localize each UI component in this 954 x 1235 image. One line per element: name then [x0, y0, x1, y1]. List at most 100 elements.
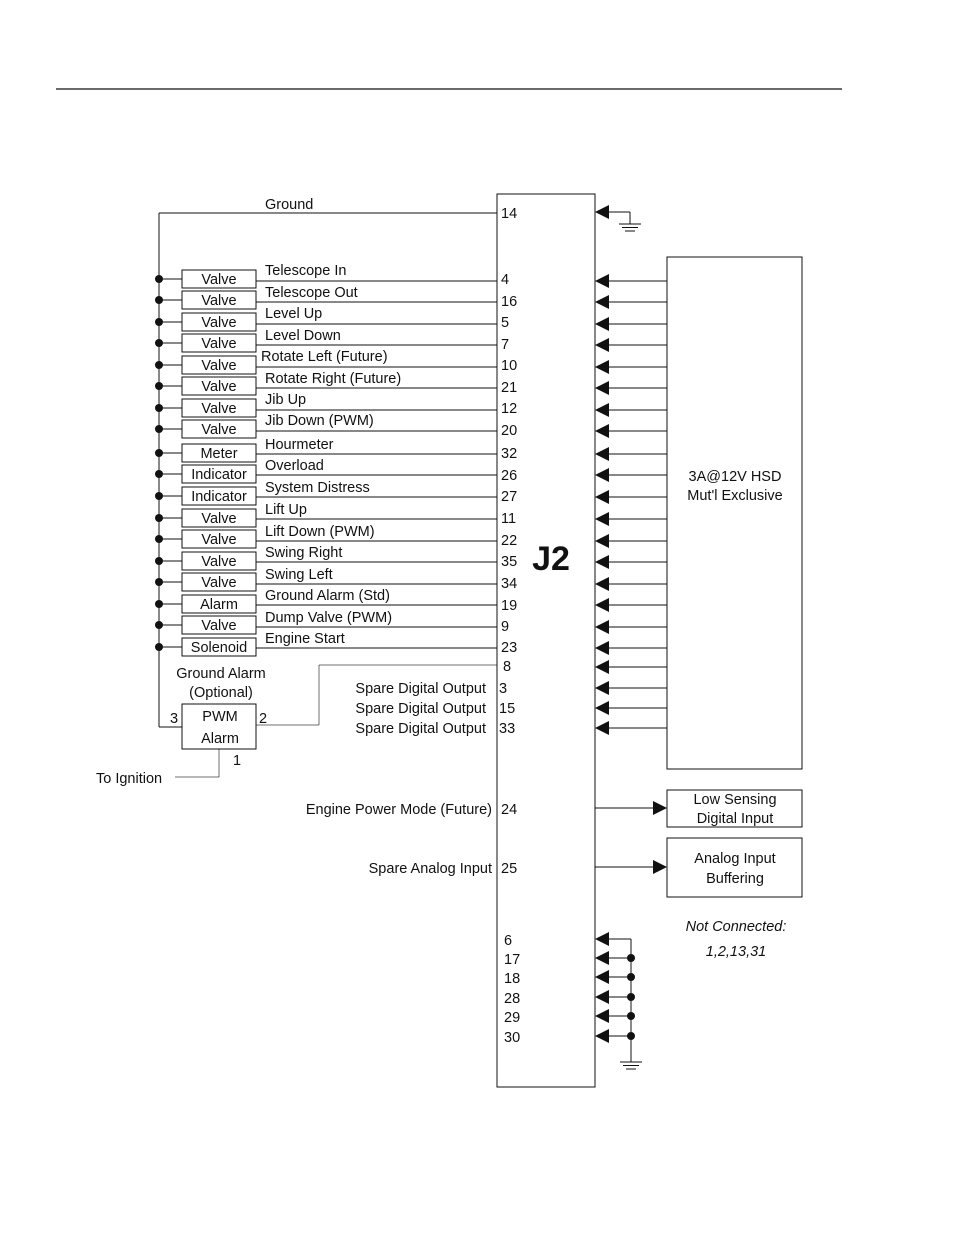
junction-dot [155, 425, 163, 433]
device-box [181, 508, 257, 528]
device-box [181, 269, 257, 289]
pin-number: 19 [501, 598, 517, 614]
pin-arrow [595, 1009, 609, 1023]
ground-symbol-icon [620, 1061, 642, 1070]
junction-dot [627, 1032, 635, 1040]
junction-dot [155, 514, 163, 522]
pin-number: 16 [501, 294, 517, 310]
junction-dot [155, 318, 163, 326]
pin-number: 35 [501, 554, 517, 570]
device-box [181, 443, 257, 463]
junction-dot [155, 339, 163, 347]
signal-label: Engine Start [265, 631, 345, 647]
pin-arrow [595, 641, 609, 655]
junction-dot [627, 993, 635, 1001]
device-label: Valve [201, 272, 236, 288]
pin-8-arrow [595, 660, 609, 674]
output-row: Valve Rotate Left (Future) 10 [155, 349, 667, 375]
junction-dot [155, 361, 163, 369]
pin-number: 10 [501, 358, 517, 374]
signal-label: Rotate Left (Future) [261, 349, 388, 365]
grounded-pin-row: 28 [504, 990, 635, 1007]
grounded-pin-row: 18 [504, 970, 635, 987]
device-label: Valve [201, 401, 236, 417]
signal-label: Telescope In [265, 263, 346, 279]
connector-body [496, 193, 596, 1088]
ground-symbol-icon [619, 223, 641, 232]
grounded-pin-number: 17 [504, 952, 520, 968]
device-box [181, 398, 257, 418]
grounded-pin-number: 30 [504, 1030, 520, 1046]
device-label: Valve [201, 532, 236, 548]
pin-arrow [595, 598, 609, 612]
junction-dot [155, 382, 163, 390]
device-label: Valve [201, 379, 236, 395]
pin-arrow [595, 951, 609, 965]
signal-label: Telescope Out [265, 285, 358, 301]
pin-arrow [595, 555, 609, 569]
signal-label: Lift Down (PWM) [265, 524, 375, 540]
junction-dot [155, 643, 163, 651]
hsd-block [666, 256, 803, 770]
device-label: Valve [201, 336, 236, 352]
junction-dot [155, 275, 163, 283]
pin-arrow [595, 490, 609, 504]
pin-number: 7 [501, 337, 509, 353]
pin-number: 22 [501, 533, 517, 549]
input-pin: 25 [501, 861, 517, 877]
input-arrow [653, 860, 667, 874]
pin-arrow [595, 274, 609, 288]
pin-number: 4 [501, 272, 509, 288]
input-block [666, 837, 803, 898]
junction-dot [155, 296, 163, 304]
grounded-pin-row: 6 [504, 932, 631, 949]
device-box [181, 312, 257, 332]
device-box [181, 637, 257, 657]
signal-label: Lift Up [265, 502, 307, 518]
output-row: Valve Telescope In 4 [155, 263, 667, 289]
device-label: Meter [200, 446, 237, 462]
device-label: Valve [201, 315, 236, 331]
pin-number: 12 [501, 401, 517, 417]
pwm-alarm-caption-1: Ground Alarm [176, 666, 265, 682]
device-box [181, 333, 257, 353]
device-label: Valve [201, 358, 236, 374]
to-ignition-label: To Ignition [96, 771, 162, 787]
pin-number: 20 [501, 423, 517, 439]
junction-dot [155, 621, 163, 629]
device-box [181, 464, 257, 484]
grounded-pin-number: 18 [504, 971, 520, 987]
junction-dot [155, 449, 163, 457]
pin-arrow [595, 447, 609, 461]
pin-arrow [595, 512, 609, 526]
input-label: Spare Analog Input [369, 861, 492, 877]
pin-arrow [595, 534, 609, 548]
grounded-pin-row: 30 [504, 1029, 635, 1046]
ground-line-label: Ground [265, 197, 313, 213]
hsd-block-line1: 3A@12V HSD [689, 469, 782, 485]
grounded-pin-number: 6 [504, 933, 512, 949]
junction-dot [155, 404, 163, 412]
device-label: Valve [201, 618, 236, 634]
junction-dot [155, 470, 163, 478]
pin-arrow [595, 990, 609, 1004]
output-row: Valve Lift Down (PWM) 22 [155, 524, 667, 549]
input-pin: 24 [501, 802, 517, 818]
pin-arrow [595, 295, 609, 309]
pin-arrow [595, 681, 609, 695]
signal-label: Level Up [265, 306, 322, 322]
pwm-alarm-caption-2: (Optional) [189, 685, 253, 701]
junction-dot [155, 578, 163, 586]
not-connected-pins: 1,2,13,31 [706, 944, 766, 960]
signal-label: Level Down [265, 328, 341, 344]
